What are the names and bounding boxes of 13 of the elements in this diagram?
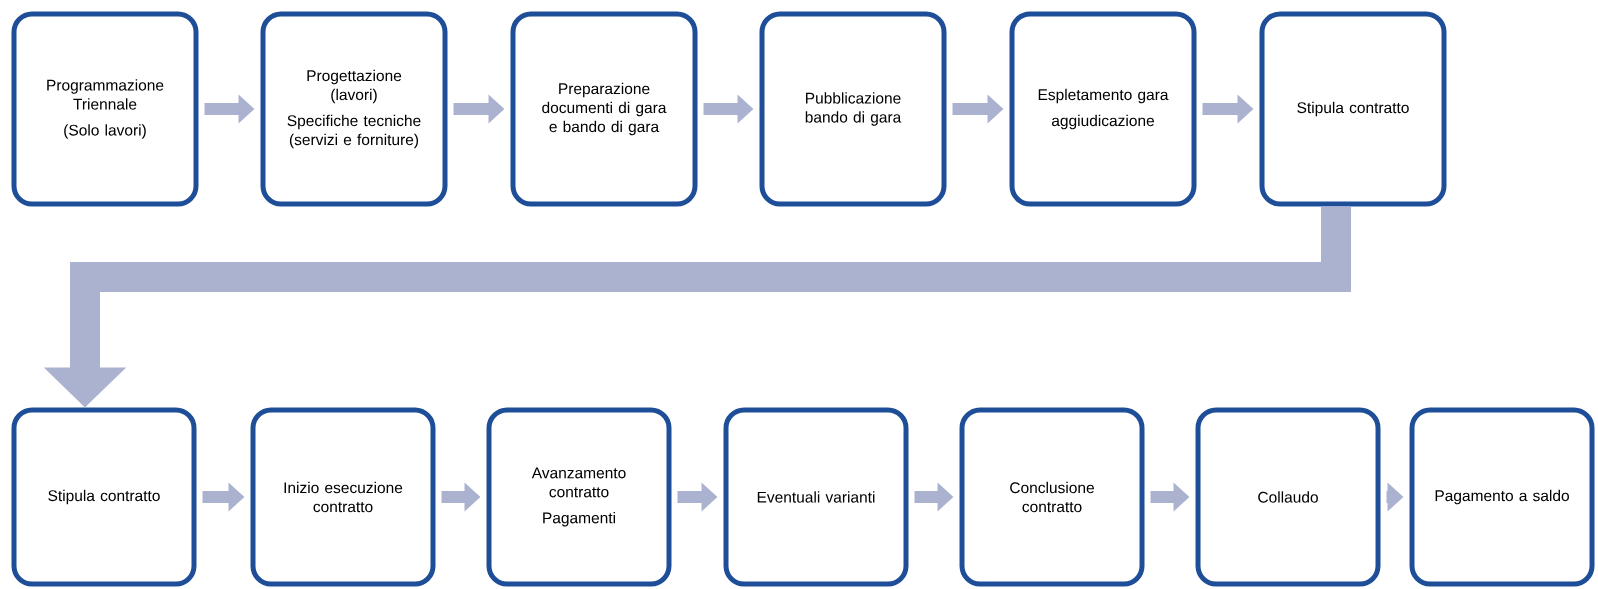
- process-box: Progettazione (lavori) Specifiche tecniche (servizi e forniture): [260, 11, 448, 207]
- process-box: Avanzamento contratto Pagamenti: [486, 407, 672, 587]
- process-box: Conclusione contratto: [959, 407, 1145, 587]
- process-box: Pagamento a saldo: [1409, 407, 1595, 587]
- process-box: Preparazione documenti di gara e bando di gara: [510, 11, 698, 207]
- process-box: Eventuali varianti: [723, 407, 909, 587]
- process-box: Stipula contratto: [11, 407, 197, 587]
- process-box: Programmazione Triennale (Solo lavori): [11, 11, 199, 207]
- process-box: Inizio esecuzione contratto: [250, 407, 436, 587]
- process-box: Stipula contratto: [1259, 11, 1447, 207]
- process-box: Espletamento gara aggiudicazione: [1009, 11, 1197, 207]
- process-box: Pubblicazione bando di gara: [759, 11, 947, 207]
- process-box: Collaudo: [1195, 407, 1381, 587]
